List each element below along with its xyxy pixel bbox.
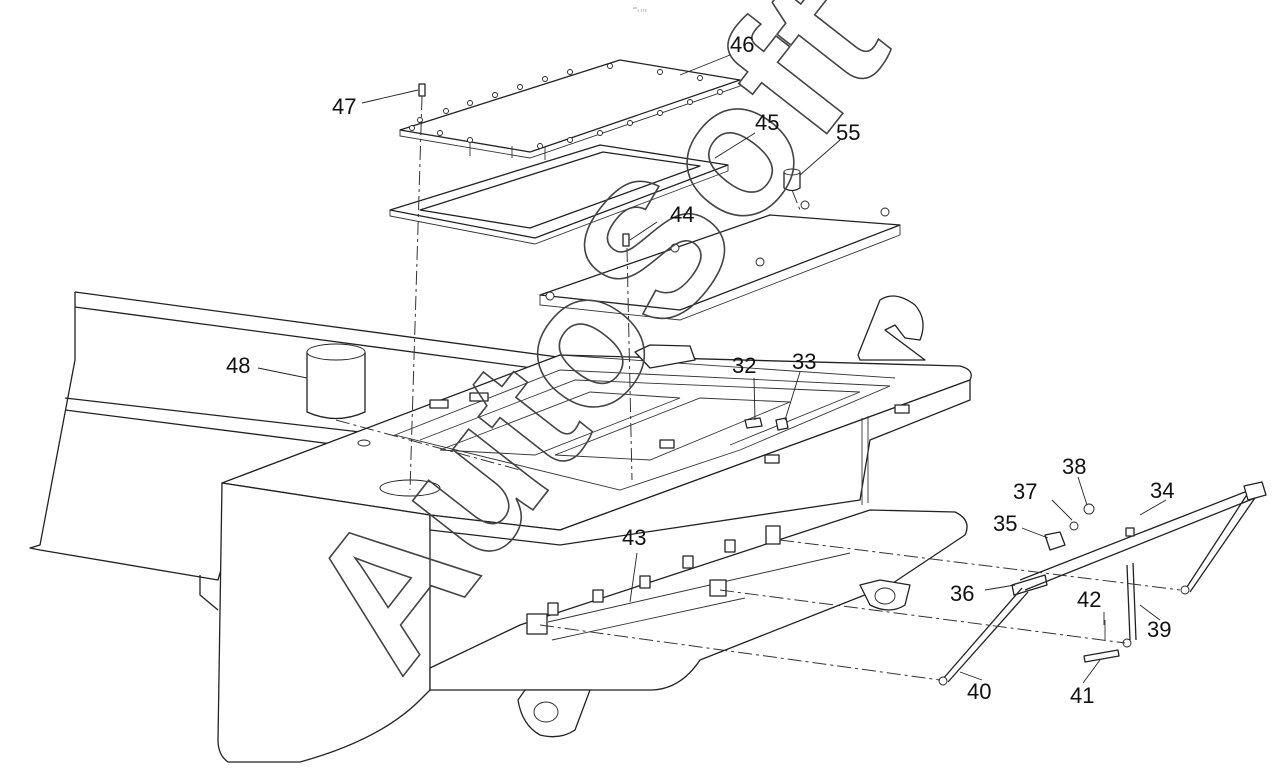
label-34: 34	[1150, 478, 1174, 503]
main-frame	[29, 291, 972, 763]
cover-plate-46	[399, 59, 741, 160]
leader-lines	[257, 54, 1167, 684]
label-39: 39	[1147, 617, 1171, 642]
linkage-rods	[938, 481, 1267, 686]
label-33: 33	[792, 349, 816, 374]
assembly-lines	[335, 95, 1181, 681]
header-mark: °°₃ ₃₃₃	[633, 7, 647, 13]
label-32: 32	[732, 353, 756, 378]
label-46: 46	[730, 32, 754, 57]
part-labels: 46 47 45 55 44 48 32 33 38 37 34 35 43 3…	[226, 32, 1174, 708]
label-42: 42	[1077, 587, 1101, 612]
label-44: 44	[670, 202, 694, 227]
label-40: 40	[967, 679, 991, 704]
label-41: 41	[1070, 683, 1094, 708]
label-38: 38	[1062, 454, 1086, 479]
label-35: 35	[993, 511, 1017, 536]
part-48-cylinder	[306, 343, 366, 420]
label-47: 47	[332, 94, 356, 119]
label-48: 48	[226, 353, 250, 378]
label-37: 37	[1013, 479, 1037, 504]
gasket-45	[389, 144, 729, 245]
label-43: 43	[622, 525, 646, 550]
label-55: 55	[836, 120, 860, 145]
inspection-plate	[539, 200, 901, 321]
label-45: 45	[755, 110, 779, 135]
part-55-cylinder	[783, 168, 801, 192]
label-36: 36	[950, 581, 974, 606]
